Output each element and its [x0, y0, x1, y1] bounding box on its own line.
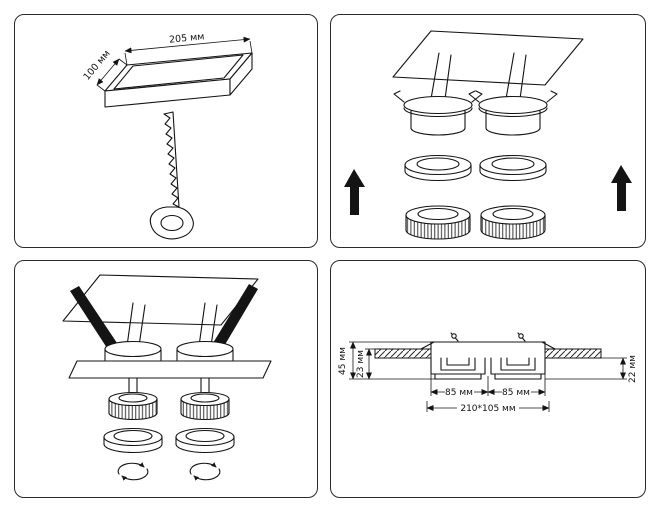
- rotate-arrows-right-icon: [189, 462, 221, 481]
- rotate-arrows-left-icon: [117, 462, 149, 481]
- section-cutout-left-label: 85 мм: [445, 388, 473, 398]
- fixture-housing-left: [393, 90, 483, 136]
- dim-height-45: 45 мм: [338, 341, 435, 380]
- panel-insert-fixture: [330, 14, 646, 248]
- fixture-profile-left: [430, 357, 486, 380]
- ceiling-hatch-right: [544, 348, 602, 359]
- hanger-wires: [126, 302, 218, 347]
- screw-icon: [450, 332, 459, 342]
- ceiling-panel: [62, 274, 259, 326]
- section-height-label: 45 мм: [338, 347, 348, 375]
- dim-cutout-85-right: 85 мм: [487, 374, 546, 398]
- saw-icon: [149, 111, 194, 240]
- panel-cutout-template: 205 мм 100 мм: [14, 14, 318, 248]
- trim-ring-left: [103, 427, 163, 454]
- mounting-plate: [68, 360, 272, 379]
- dim-width-205: 205 мм: [124, 31, 253, 66]
- cutout-depth-label: 100 мм: [81, 48, 112, 82]
- arrow-up-left-icon: [344, 169, 365, 215]
- panel-cross-section: 45 мм 23 мм 22 мм 85 мм: [330, 260, 646, 498]
- cutout-width-label: 205 мм: [169, 31, 205, 45]
- ceiling-hatch-left: [374, 348, 432, 359]
- lamp-stems: [128, 377, 210, 393]
- ceiling-panel: [392, 30, 584, 86]
- ribbed-lamp-right: [180, 391, 230, 421]
- dim-cutout-85-left: 85 мм: [430, 374, 489, 398]
- trim-ring-right: [175, 427, 235, 454]
- trim-ring-left: [404, 154, 472, 182]
- ribbed-lamp-left: [108, 391, 158, 421]
- spring-diagram-svg: [62, 274, 272, 481]
- arrow-up-right-icon: [611, 165, 632, 211]
- dim-trim-22: 22 мм: [545, 355, 638, 383]
- housing-profile: [420, 332, 556, 350]
- cutout-box: [104, 52, 253, 108]
- cutout-diagram-svg: 205 мм 100 мм: [81, 31, 253, 240]
- trim-ring-right: [479, 154, 547, 182]
- section-diagram-svg: 45 мм 23 мм 22 мм 85 мм: [338, 332, 638, 414]
- dim-overall-210x105: 210*105 мм: [426, 401, 550, 414]
- section-cutout-right-label: 85 мм: [502, 388, 530, 398]
- lamp-cylinder-right: [176, 340, 234, 364]
- hanger-wires: [430, 52, 527, 100]
- insert-diagram-svg: [344, 30, 632, 240]
- section-overall-label: 210*105 мм: [460, 404, 515, 414]
- knurled-ring-left: [405, 205, 471, 240]
- screw-icon: [517, 332, 526, 342]
- lamp-cylinder-left: [104, 340, 162, 364]
- dim-recess-23: 23 мм: [356, 348, 375, 380]
- panel-spring-clips: [14, 260, 318, 498]
- knurled-ring-right: [480, 205, 546, 240]
- fixture-housing-right: [468, 90, 558, 136]
- spring-clip-left-icon: [70, 286, 117, 348]
- spring-clip-right-icon: [213, 284, 258, 348]
- section-trim-label: 22 мм: [628, 355, 638, 383]
- section-recess-label: 23 мм: [356, 350, 366, 378]
- fixture-profile-right: [490, 357, 546, 380]
